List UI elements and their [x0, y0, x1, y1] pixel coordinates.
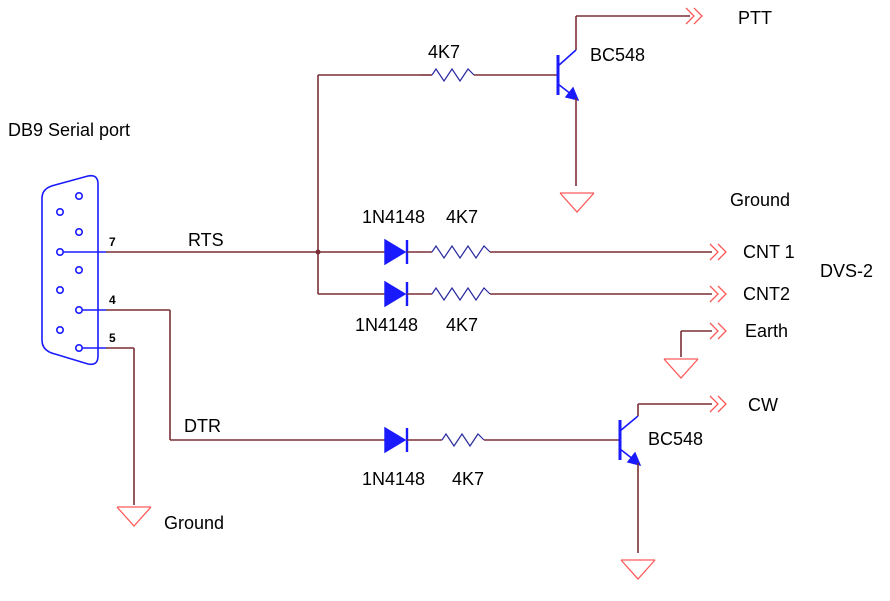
- transistor-ptt: [556, 15, 690, 186]
- resistor-cnt2: [431, 285, 727, 303]
- diode-cnt1-label: 1N4148: [362, 207, 425, 227]
- diode-cw: [384, 426, 442, 454]
- resistor-ptt-label: 4K7: [428, 42, 460, 62]
- diode-cnt2-label: 1N4148: [355, 315, 418, 335]
- output-arrow-cw: [709, 395, 727, 413]
- diode-cw-label: 1N4148: [362, 469, 425, 489]
- output-label-earth: Earth: [745, 321, 788, 341]
- diode-cnt2: [384, 280, 432, 308]
- transistor-cw-label: BC548: [648, 429, 703, 449]
- output-label-ptt: PTT: [738, 8, 772, 28]
- resistor-ptt: [420, 67, 558, 83]
- resistor-cnt2-label: 4K7: [446, 315, 478, 335]
- diode-cnt1: [384, 238, 432, 266]
- signal-label-dtr: DTR: [184, 416, 221, 436]
- pin-label-gnd: 5: [109, 331, 116, 345]
- output-arrow-ptt: [685, 7, 703, 25]
- db9-pin-holes: [55, 192, 84, 352]
- output-label-cw: CW: [748, 395, 778, 415]
- ground-symbol-cw: [620, 559, 656, 580]
- resistor-cw: [441, 432, 620, 448]
- pin-label-rts: 7: [109, 235, 116, 249]
- signal-label-rts: RTS: [188, 230, 224, 250]
- ground-symbol-ptt: [559, 192, 595, 213]
- db9-connector: [41, 174, 106, 366]
- dtr-wire: [106, 309, 385, 441]
- transistor-cw: [618, 403, 712, 553]
- earth-connection: [663, 322, 727, 379]
- ground-label-bottom: Ground: [164, 513, 224, 533]
- ground-label-right: Ground: [730, 190, 790, 210]
- rts-wire: [106, 74, 420, 295]
- device-label: DVS-2: [820, 261, 873, 281]
- transistor-ptt-label: BC548: [590, 45, 645, 65]
- output-label-cnt2: CNT2: [743, 284, 790, 304]
- resistor-cw-label: 4K7: [452, 469, 484, 489]
- connector-title: DB9 Serial port: [8, 120, 130, 140]
- ground-wire-pin5: [106, 347, 152, 527]
- output-label-cnt1: CNT 1: [743, 242, 795, 262]
- pin-label-dtr: 4: [109, 293, 116, 307]
- resistor-cnt1-label: 4K7: [446, 207, 478, 227]
- resistor-cnt1: [431, 243, 727, 261]
